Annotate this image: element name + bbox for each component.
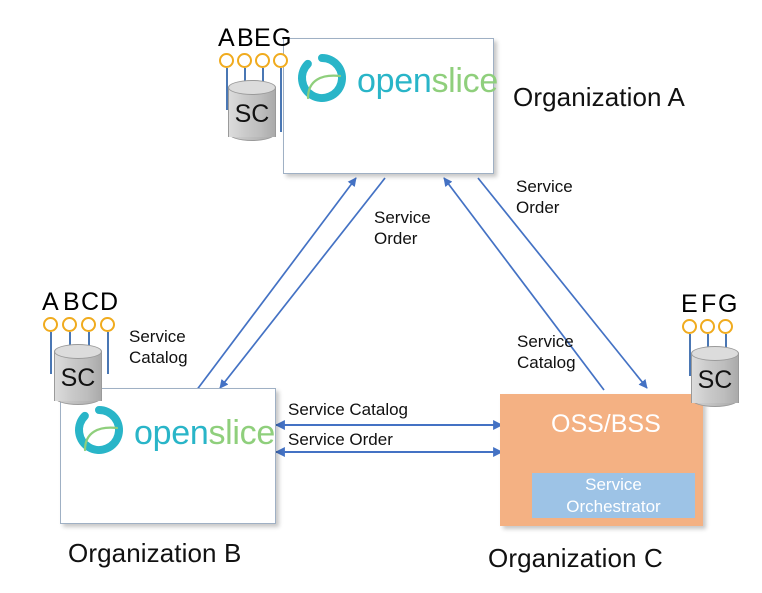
organization-a-label: Organization A (513, 82, 685, 112)
catalog-c-service-dot-2 (718, 319, 733, 334)
catalog-b-service-stem-3 (107, 332, 109, 374)
arrow-b-to-a-order (195, 177, 357, 392)
catalog-c-service-letter-1: F (701, 290, 717, 318)
service-orchestrator-block[interactable]: Service Orchestrator (532, 473, 695, 518)
cylinder-top (228, 80, 276, 95)
logo-slice-text: slice (208, 413, 275, 452)
catalog-b-service-dot-2 (81, 317, 96, 332)
catalog-a-store-cylinder: SC (228, 80, 276, 142)
catalog-c-service-letter-2: G (718, 290, 738, 318)
openslice-ring-icon (296, 52, 348, 109)
label-b-to-a-service-order: Service Order (374, 208, 431, 248)
catalog-c-cluster: E F G SC (681, 292, 753, 408)
catalog-b-service-dot-3 (100, 317, 115, 332)
catalog-b-service-letter-2: C (81, 288, 100, 316)
catalog-a-service-stem-0 (226, 68, 228, 110)
catalog-b-service-letter-3: D (100, 288, 119, 316)
logo-open-text: open (134, 413, 209, 452)
catalog-b-service-stem-0 (50, 332, 52, 374)
catalog-a-service-letter-0: A (218, 24, 235, 52)
catalog-a-service-stem-3 (280, 68, 282, 132)
catalog-c-service-letter-0: E (681, 290, 698, 318)
catalog-b-service-dot-0 (43, 317, 58, 332)
service-orchestrator-line2: Orchestrator (566, 496, 661, 516)
arrow-a-to-b-catalog (219, 177, 386, 389)
cylinder-top (691, 346, 739, 361)
catalog-c-service-stem-0 (689, 334, 691, 376)
catalog-b-service-letter-0: A (42, 288, 59, 316)
organization-b-label: Organization B (68, 538, 242, 568)
cylinder-body (54, 351, 102, 401)
catalog-a-service-letter-3: G (272, 24, 292, 52)
catalog-c-store-cylinder: SC (691, 346, 739, 408)
service-orchestrator-line1: Service (585, 474, 642, 494)
catalog-a-service-dot-0 (219, 53, 234, 68)
catalog-b-service-letter-1: B (63, 288, 80, 316)
catalog-a-store-label: SC (234, 100, 270, 128)
catalog-a-service-dot-2 (255, 53, 270, 68)
label-c-to-a-service-order: Service Order (516, 177, 573, 217)
organization-c-label: Organization C (488, 543, 663, 573)
organization-a-box[interactable] (283, 38, 494, 174)
catalog-b-store-cylinder: SC (54, 344, 102, 406)
label-bc-service-catalog: Service Catalog (288, 400, 409, 419)
cylinder-body (228, 87, 276, 137)
organization-a-logo: openslice (296, 52, 498, 109)
catalog-b-service-dot-1 (62, 317, 77, 332)
organization-b-logo: openslice (73, 404, 275, 461)
catalog-a-cluster: A B E G SC (218, 26, 298, 142)
catalog-b-store-label: SC (60, 364, 96, 392)
catalog-a-service-dot-3 (273, 53, 288, 68)
ossbss-title: OSS/BSS (551, 410, 661, 438)
logo-slice-text: slice (431, 61, 498, 100)
cylinder-body (691, 353, 739, 403)
cylinder-top (54, 344, 102, 359)
catalog-b-cluster: A B C D SC (42, 290, 132, 406)
label-bc-service-order: Service Order (288, 430, 393, 449)
catalog-a-service-letter-1: B (237, 24, 254, 52)
catalog-c-store-label: SC (697, 366, 733, 394)
catalog-a-service-letter-2: E (254, 24, 271, 52)
openslice-wordmark: openslice (357, 64, 498, 98)
catalog-c-service-dot-1 (700, 319, 715, 334)
catalog-c-service-dot-0 (682, 319, 697, 334)
openslice-wordmark: openslice (134, 416, 275, 450)
catalog-a-service-dot-1 (237, 53, 252, 68)
label-a-to-c-service-catalog: Service Catalog (517, 332, 576, 372)
openslice-ring-icon (73, 404, 125, 461)
catalog-b-caption: Service Catalog (129, 327, 188, 367)
logo-open-text: open (357, 61, 432, 100)
